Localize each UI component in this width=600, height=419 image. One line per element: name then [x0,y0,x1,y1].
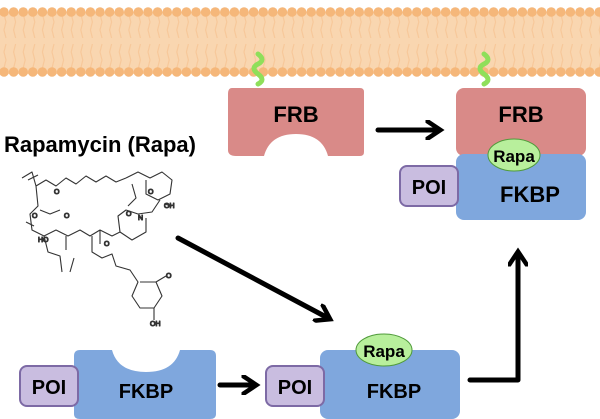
svg-text:O: O [32,213,38,220]
cell-membrane [0,7,600,77]
poi-protein: POI [399,165,459,207]
svg-text:N: N [138,215,143,222]
arrow-up-to-complex [467,254,518,383]
frb-protein: FRB [228,88,364,156]
membrane-anchor-icon [477,51,491,87]
membrane-anchor-icon [251,51,265,87]
svg-text:O: O [104,241,110,248]
poi-protein: POI [265,365,325,407]
frb-label: FRB [498,102,543,127]
rapamycin-structure: O O HO O O O O OH N O OH [21,171,175,329]
poi-label: POI [32,377,66,399]
poi-label: POI [412,177,446,199]
fkbp-protein: FKBP [320,350,460,419]
poi-label: POI [278,377,312,399]
svg-text:O: O [126,211,132,218]
fkbp-label: FKBP [119,381,173,403]
fkbp-protein: FKBP [74,350,216,419]
lipid-heads-bottom [0,67,600,77]
fkbp-protein: FKBP [456,154,586,220]
rapa-label: Rapa [493,147,535,166]
svg-text:HO: HO [38,237,49,244]
svg-text:OH: OH [164,203,175,210]
lipid-heads-top [0,7,600,17]
frb-label: FRB [273,102,318,127]
svg-text:O: O [64,213,70,220]
fkbp-label: FKBP [500,182,560,207]
frb-protein: FRB [456,88,586,156]
rapamycin-title: Rapamycin (Rapa) [4,132,196,157]
svg-text:O: O [54,189,60,196]
rapa-label: Rapa [363,342,405,361]
svg-text:OH: OH [150,321,161,328]
rapa-molecule: Rapa [355,333,413,367]
svg-text:O: O [148,189,154,196]
fkbp-label: FKBP [367,381,421,403]
lipid-tails [3,13,600,69]
poi-protein: POI [19,365,79,407]
arrow-rapa-to-fkbp [175,235,328,318]
svg-text:O: O [166,273,172,280]
rapa-molecule: Rapa [487,138,541,172]
